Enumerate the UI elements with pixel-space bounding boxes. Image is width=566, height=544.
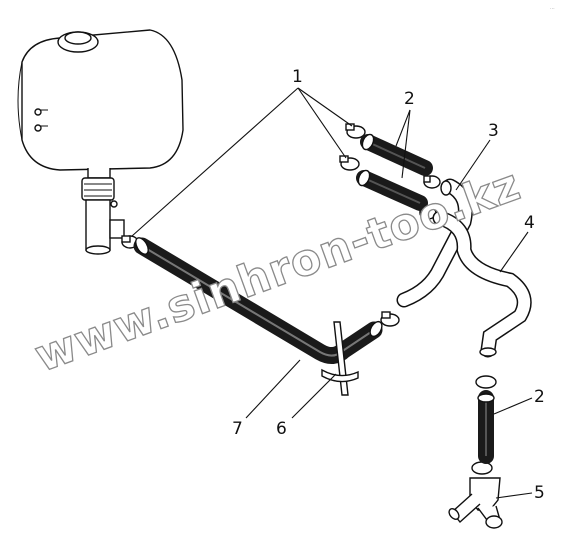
- pipe-3: [396, 178, 473, 308]
- callout-5: 5: [534, 483, 545, 503]
- hose-7: [133, 237, 383, 364]
- expansion-tank: [17, 29, 184, 255]
- hose-upper-1: [360, 133, 433, 176]
- hose-upper-2: [356, 169, 428, 211]
- clamp-bottom-2: [471, 461, 493, 475]
- clamp-lower-mid: [380, 311, 400, 327]
- corner-mark: ...: [550, 5, 555, 11]
- pipe-4: [432, 210, 532, 358]
- clamp-bottom-1: [475, 375, 497, 389]
- leader-lines: [131, 87, 533, 499]
- callout-1: 1: [292, 67, 303, 87]
- callout-4: 4: [524, 213, 535, 233]
- hose-lower: [477, 390, 495, 464]
- callout-2-upper: 2: [404, 89, 415, 109]
- callout-3: 3: [488, 121, 499, 141]
- clamp-upper-2: [339, 155, 360, 171]
- clamp-upper-1: [345, 123, 366, 139]
- clamp-mid-1: [423, 175, 441, 189]
- callout-7: 7: [232, 419, 243, 439]
- callout-6: 6: [276, 419, 287, 439]
- callout-2-lower: 2: [534, 387, 545, 407]
- drain-valve: [448, 477, 503, 529]
- callouts: 1 2 3 4 2 5 6 7: [232, 67, 545, 503]
